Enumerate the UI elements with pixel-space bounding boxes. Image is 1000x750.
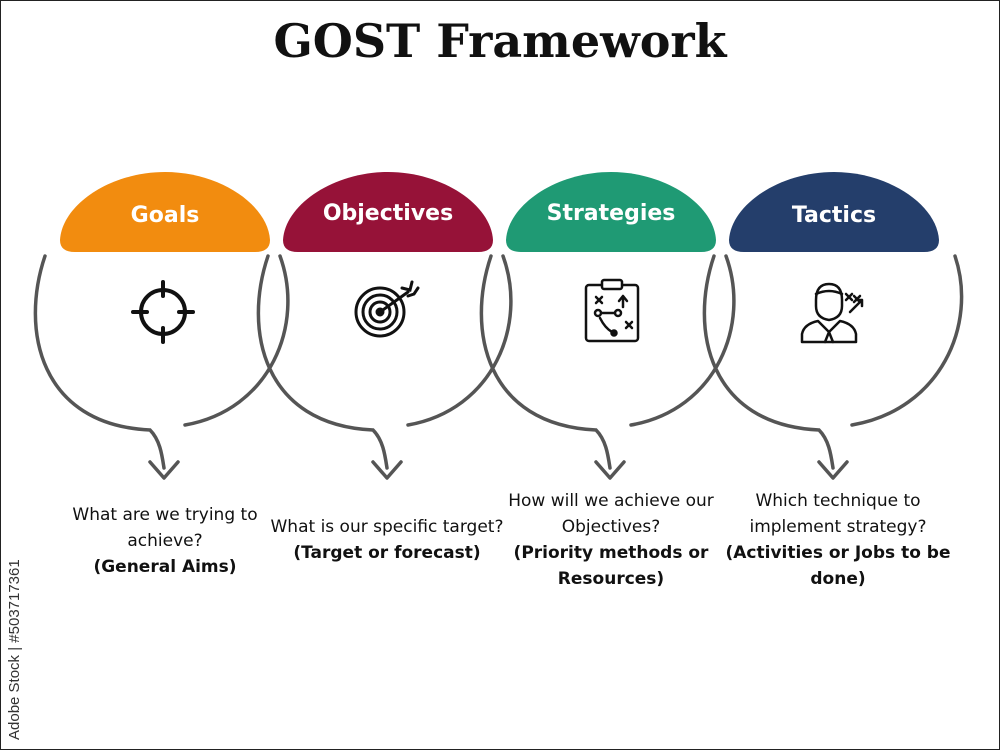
tactics-person-icon bbox=[800, 282, 864, 344]
goals-caption: What are we trying to achieve? (General … bbox=[60, 502, 270, 580]
arrow-head-objectives bbox=[371, 460, 403, 480]
loop-tactics bbox=[702, 254, 835, 470]
strategies-caption: How will we achieve our Objectives? (Pri… bbox=[500, 488, 722, 592]
goals-header-dome bbox=[60, 172, 270, 252]
crosshair-icon bbox=[131, 280, 195, 344]
strategies-question: How will we achieve our Objectives? bbox=[508, 491, 714, 537]
tactics-caption: Which technique to implement strategy? (… bbox=[722, 488, 954, 592]
strategies-header-dome bbox=[506, 172, 716, 252]
objectives-answer: (Target or forecast) bbox=[293, 543, 481, 563]
loop-goals bbox=[33, 254, 166, 470]
tactics-question: Which technique to implement strategy? bbox=[749, 491, 927, 537]
loop-goals-right bbox=[183, 254, 290, 427]
stock-watermark: Adobe Stock | #503717361 bbox=[6, 559, 23, 740]
loop-strategies-right bbox=[629, 254, 736, 427]
objectives-label: Objectives bbox=[323, 201, 453, 226]
arrow-head-goals bbox=[148, 460, 180, 480]
loop-objectives-right bbox=[406, 254, 513, 427]
goals-question: What are we trying to achieve? bbox=[72, 505, 258, 551]
tactics-label: Tactics bbox=[792, 203, 876, 228]
loop-strategies bbox=[479, 254, 612, 470]
arrow-head-strategies bbox=[594, 460, 626, 480]
goals-answer: (General Aims) bbox=[93, 557, 237, 577]
tactics-header-dome bbox=[729, 172, 939, 252]
objectives-question: What is our specific target? bbox=[270, 517, 504, 537]
connector-loops bbox=[33, 254, 964, 470]
strategies-label: Strategies bbox=[547, 201, 676, 226]
tactics-answer: (Activities or Jobs to be done) bbox=[725, 543, 951, 589]
loop-objectives bbox=[256, 254, 389, 470]
arrow-head-tactics bbox=[817, 460, 849, 480]
objectives-header-dome bbox=[283, 172, 493, 252]
loop-tactics-right bbox=[850, 254, 964, 427]
strategies-answer: (Priority methods or Resources) bbox=[513, 543, 709, 589]
objectives-caption: What is our specific target? (Target or … bbox=[262, 514, 512, 566]
strategy-clipboard-icon bbox=[584, 278, 640, 343]
goals-label: Goals bbox=[131, 203, 200, 228]
target-arrow-icon bbox=[354, 280, 420, 338]
page-title: GOST Framework bbox=[273, 14, 727, 68]
